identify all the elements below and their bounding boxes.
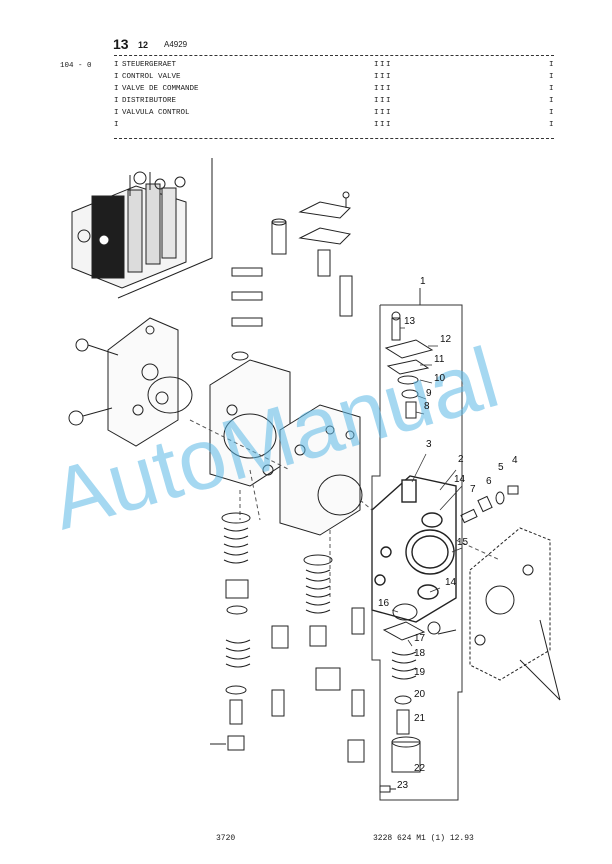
callout-14: 14 — [445, 577, 457, 588]
callout-19: 19 — [414, 667, 426, 678]
callout-23: 23 — [397, 780, 409, 791]
spool-column-left — [210, 512, 251, 751]
description-text: CONTROL VALVE — [122, 73, 181, 81]
callout-22: 22 — [414, 763, 426, 774]
callout-21: 21 — [414, 713, 426, 724]
description-text: DISTRIBUTORE — [122, 97, 177, 105]
callout-17: 17 — [414, 633, 426, 644]
callout-11: 11 — [434, 354, 445, 365]
description-text: STEUERGERAET — [122, 61, 177, 69]
callout-15: 15 — [457, 537, 469, 548]
callout-13: 13 — [404, 316, 416, 327]
kit-parts — [379, 311, 519, 793]
footer-right: 3228 624 M1 (1) 12.93 — [373, 834, 474, 843]
description-text: VALVE DE COMMANDE — [122, 85, 199, 93]
callout-leaders — [391, 327, 463, 647]
left-bolts — [68, 338, 119, 426]
description-text: VALVULA CONTROL — [122, 109, 190, 117]
illustration-code: A4929 — [164, 40, 188, 49]
callout-16: 16 — [378, 598, 390, 609]
table-top-divider — [114, 55, 554, 56]
part-number: 104 - 0 — [60, 62, 92, 70]
callout-10: 10 — [434, 373, 446, 384]
callout-4: 4 — [512, 455, 518, 466]
footer-left: 3720 — [216, 834, 236, 843]
spool-column-middle — [271, 554, 365, 763]
left-end-plate — [68, 317, 193, 447]
inset-assembly-view — [71, 158, 213, 299]
explode-lines — [189, 419, 501, 600]
callout-6: 6 — [486, 476, 492, 487]
upper-spool-stacks — [231, 191, 353, 361]
callout-1: 1 — [420, 276, 426, 287]
page-number: 13 — [113, 36, 129, 52]
callout-5: 5 — [498, 462, 504, 473]
valve-section-middle — [209, 359, 363, 536]
callout-2: 2 — [458, 454, 464, 465]
callout-3: 3 — [426, 439, 432, 450]
callout-12: 12 — [440, 334, 452, 345]
watermark-logo: AutoManual — [62, 330, 508, 540]
page-subnumber: 12 — [138, 40, 149, 50]
callout-20: 20 — [414, 689, 426, 700]
right-end-cover — [469, 527, 561, 701]
table-bottom-divider — [114, 138, 554, 139]
kit-frame — [371, 288, 463, 801]
callout-7: 7 — [470, 484, 476, 495]
callout-18: 18 — [414, 648, 426, 659]
callout-8: 8 — [424, 401, 430, 412]
right-valve-section — [371, 475, 457, 623]
callout-9: 9 — [426, 388, 432, 399]
callout-14: 14 — [454, 474, 466, 485]
